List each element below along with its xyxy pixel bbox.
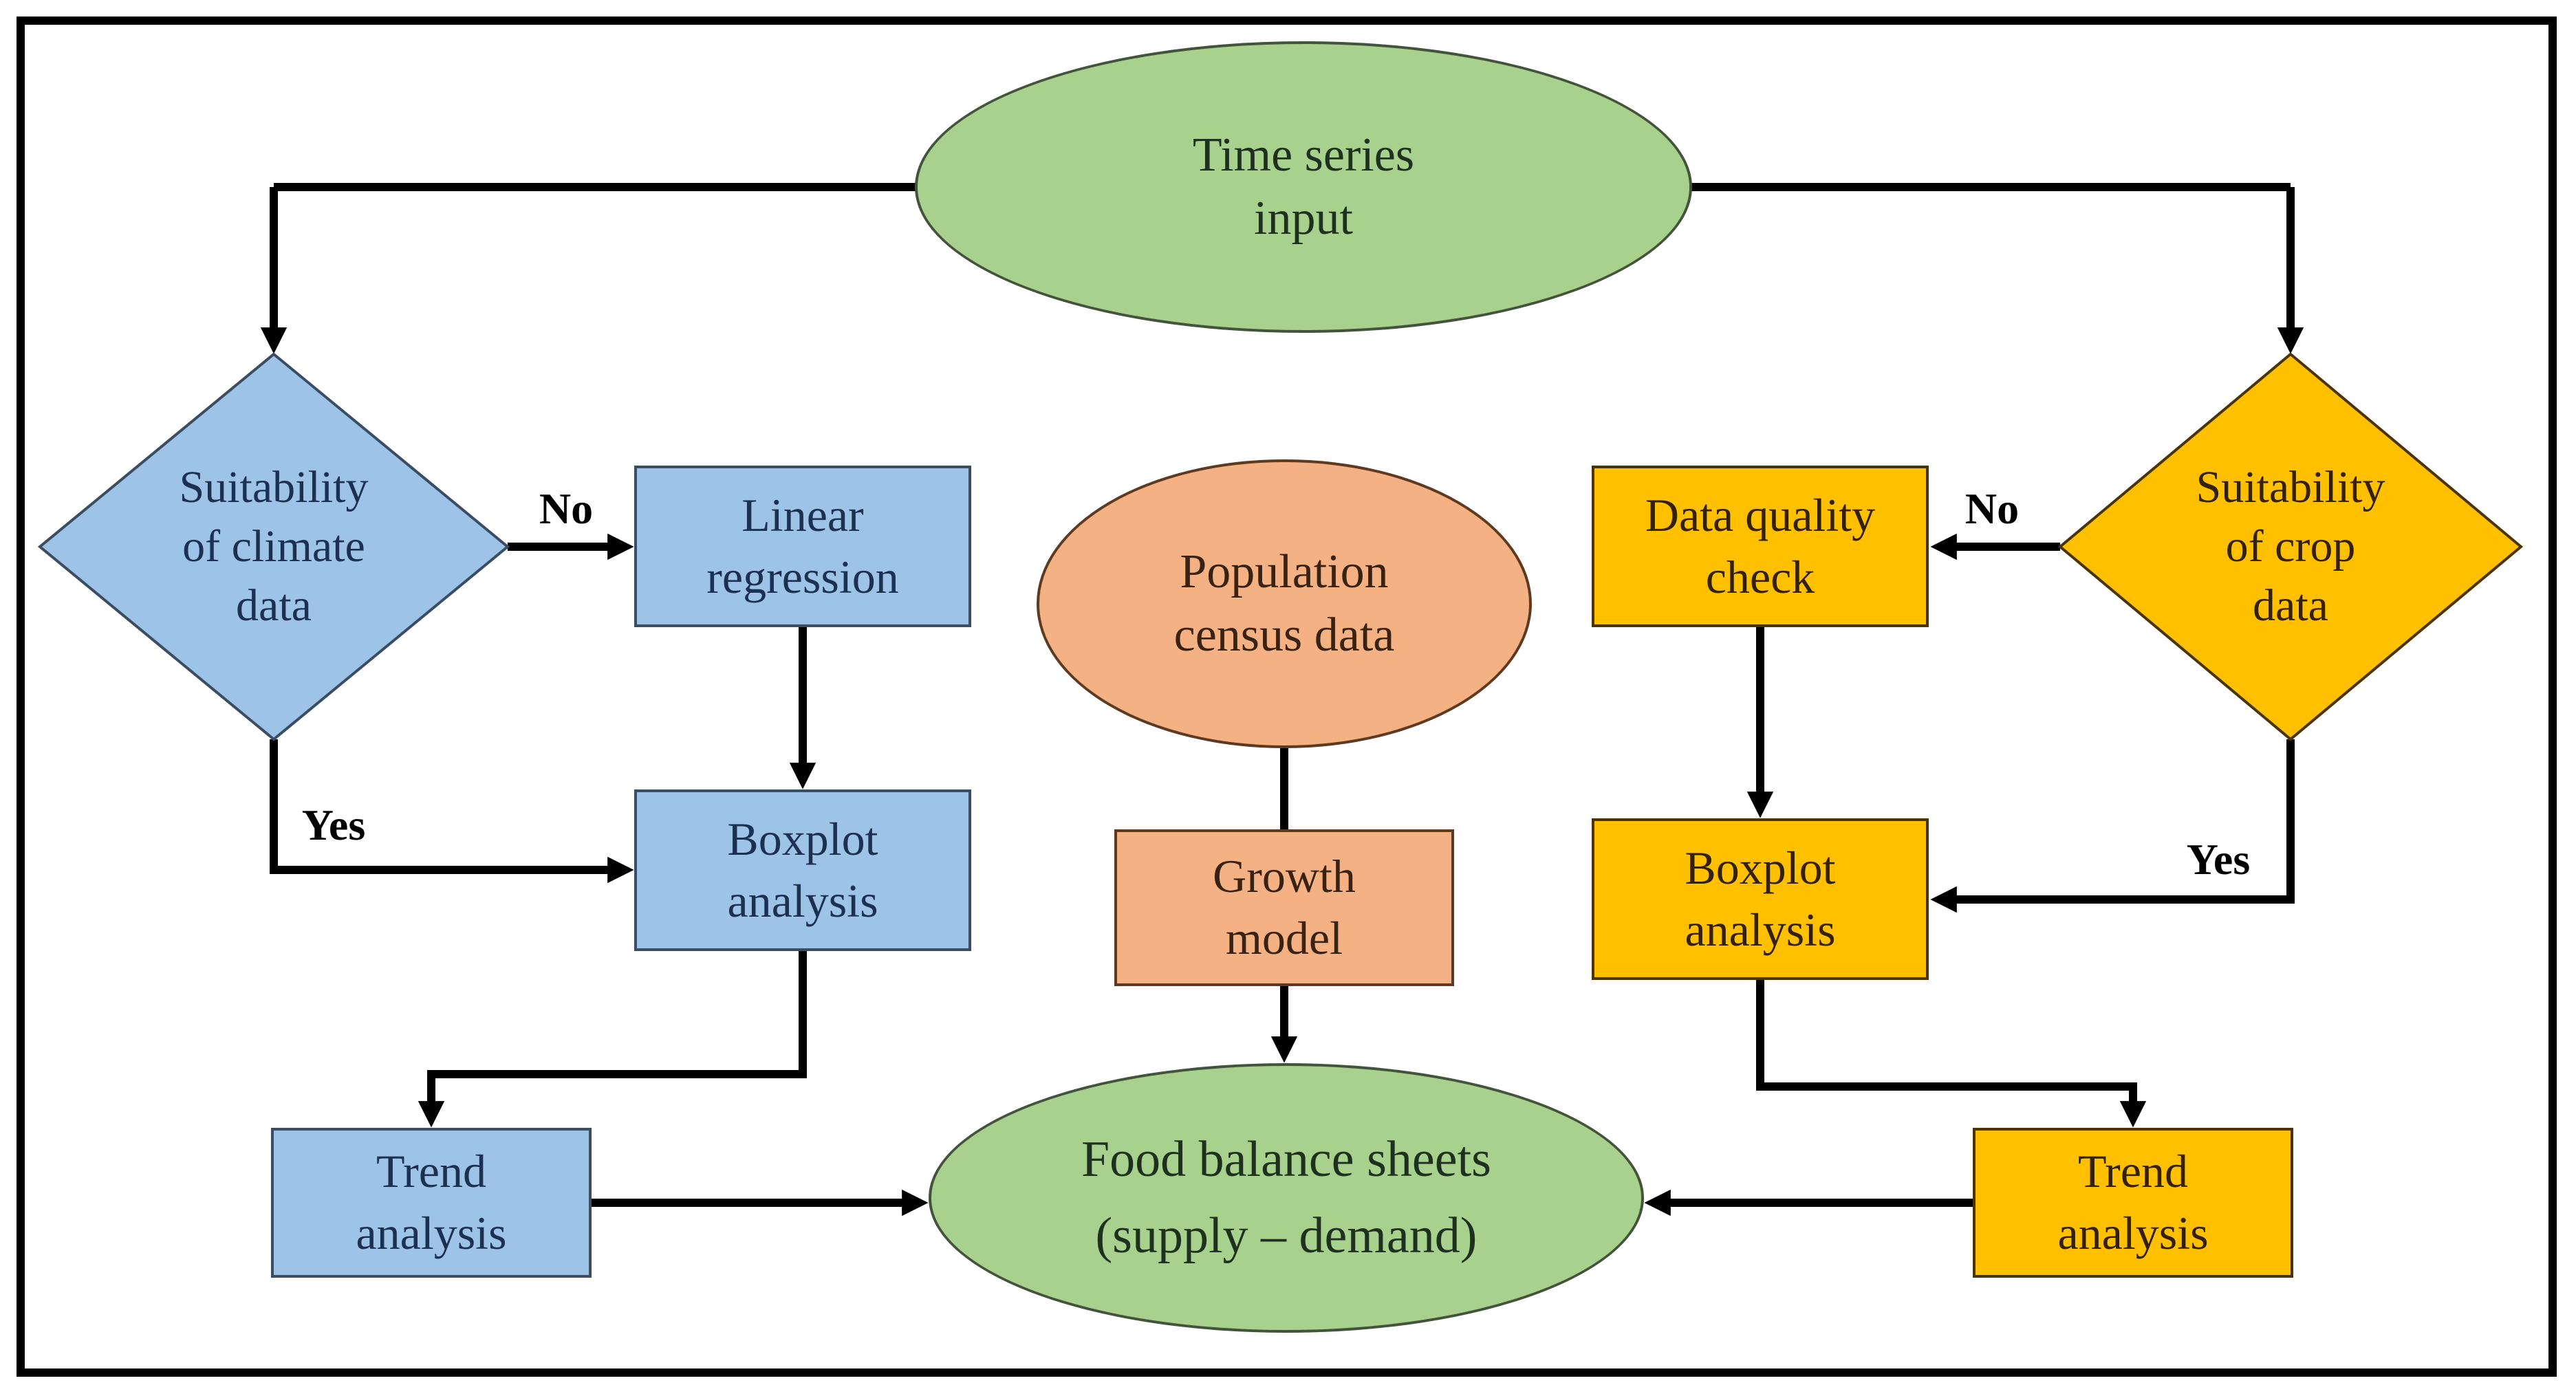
node-population-census-label: Population census data (1173, 545, 1395, 662)
edge-boxplot-right-to-trend-right (1756, 980, 2147, 1128)
node-boxplot-right-label: Boxplot analysis (1685, 841, 1836, 956)
edge-climate-yes-to-boxplot-left (270, 739, 634, 884)
diagram-frame (17, 17, 2557, 1377)
node-time-series-input: Time series input (915, 41, 1692, 333)
node-linear-regression: Linear regression (634, 466, 971, 627)
node-data-quality-label: Data quality check (1645, 488, 1876, 603)
edge-label-yes-left: Yes (301, 800, 366, 849)
node-suitability-crop-label: Suitability of crop data (2196, 462, 2385, 631)
node-linear-regression-label: Linear regression (706, 488, 899, 603)
node-trend-analysis-right: Trend analysis (1973, 1128, 2293, 1278)
node-food-balance-sheets: Food balance sheets (supply – demand) (929, 1063, 1644, 1333)
node-suitability-climate-data: Suitability of climate data (122, 437, 425, 657)
node-trend-analysis-left: Trend analysis (271, 1128, 592, 1278)
edge-crop-yes-to-boxplot-right (1930, 739, 2295, 913)
node-data-quality-check: Data quality check (1592, 466, 1929, 627)
edge-label-yes-right: Yes (2186, 835, 2251, 884)
node-growth-model-label: Growth model (1213, 850, 1356, 964)
node-boxplot-analysis-left: Boxplot analysis (634, 789, 971, 951)
diamond-suitability-crop-shape (2057, 352, 2524, 741)
node-boxplot-left-label: Boxplot analysis (727, 812, 878, 927)
edge-label-no-left: No (539, 484, 594, 533)
node-population-census-data: Population census data (1037, 459, 1532, 748)
edge-label-no-right: No (1965, 484, 2020, 533)
node-food-balance-label: Food balance sheets (supply – demand) (1081, 1131, 1491, 1264)
node-time-series-input-label: Time series input (1192, 128, 1415, 245)
node-trend-right-label: Trend analysis (2057, 1145, 2209, 1259)
node-suitability-climate-label: Suitability of climate data (179, 462, 369, 631)
node-trend-left-label: Trend analysis (356, 1145, 507, 1259)
node-boxplot-analysis-right: Boxplot analysis (1592, 818, 1929, 980)
node-growth-model: Growth model (1114, 829, 1454, 986)
diamond-suitability-climate-shape (37, 352, 510, 741)
node-suitability-crop-data: Suitability of crop data (2139, 437, 2442, 657)
edge-boxplot-left-to-trend-left (418, 951, 807, 1128)
